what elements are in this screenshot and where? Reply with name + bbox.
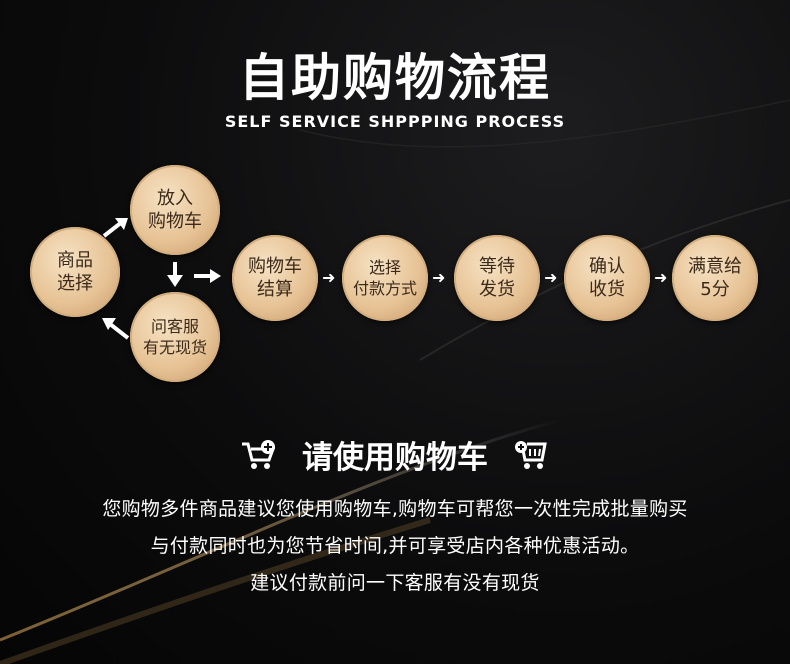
step-confirm-receipt-line1: 确认	[589, 256, 625, 277]
step-add-to-cart-line1: 放入	[157, 188, 193, 209]
step-payment-method-line1: 选择	[368, 258, 401, 277]
cart-description-line-3: 建议付款前问一下客服有没有现货	[250, 572, 540, 594]
arrow-up-right-icon	[102, 218, 128, 238]
step-checkout: 购物车 结算	[232, 235, 318, 321]
step-select-goods-line2: 选择	[57, 273, 93, 294]
step-rating-line1: 满意给	[688, 256, 742, 277]
arrow-right-icon	[194, 269, 221, 283]
step-add-to-cart-line2: 购物车	[148, 211, 202, 232]
arrow-small-right-icon: ➜	[322, 268, 336, 287]
cart-heading: 请使用购物车	[0, 432, 790, 477]
cart-heading-label: 请使用购物车	[302, 440, 488, 476]
page-subtitle: SELF SERVICE SHPPPING PROCESS	[224, 112, 566, 131]
step-checkout-line2: 结算	[257, 279, 293, 300]
step-wait-shipping-line1: 等待	[479, 256, 515, 277]
cart-description-line-1: 您购物多件商品建议您使用购物车,购物车可帮您一次性完成批量购买	[102, 498, 688, 520]
arrow-up-left-icon	[102, 318, 130, 340]
step-select-goods-line1: 商品	[57, 250, 93, 271]
step-rating: 满意给 5分	[672, 235, 758, 321]
arrow-small-right-icon: ➜	[654, 268, 668, 287]
cart-description-line-2: 与付款同时也为您节省时间,并可享受店内各种优惠活动。	[150, 535, 640, 557]
step-wait-shipping: 等待 发货	[454, 235, 540, 321]
step-add-to-cart: 放入 购物车	[130, 165, 220, 255]
step-confirm-receipt: 确认 收货	[564, 235, 650, 321]
step-confirm-receipt-line2: 收货	[589, 279, 625, 300]
step-payment-method-line2: 付款方式	[352, 279, 417, 298]
arrow-down-icon	[167, 262, 183, 287]
step-ask-service: 问客服 有无现货	[130, 292, 220, 382]
step-ask-service-line2: 有无现货	[142, 338, 207, 357]
step-checkout-line1: 购物车	[248, 256, 302, 277]
page-title: 自助购物流程	[239, 49, 551, 107]
step-wait-shipping-line2: 发货	[479, 279, 515, 300]
arrow-small-right-icon: ➜	[432, 268, 446, 287]
step-rating-line2: 5分	[700, 279, 730, 300]
step-ask-service-line1: 问客服	[150, 317, 199, 336]
cart-add-icon	[242, 439, 276, 469]
step-payment-method: 选择 付款方式	[342, 235, 428, 321]
cart-icon	[514, 440, 547, 469]
arrow-small-right-icon: ➜	[544, 268, 558, 287]
step-select-goods: 商品 选择	[30, 227, 120, 317]
